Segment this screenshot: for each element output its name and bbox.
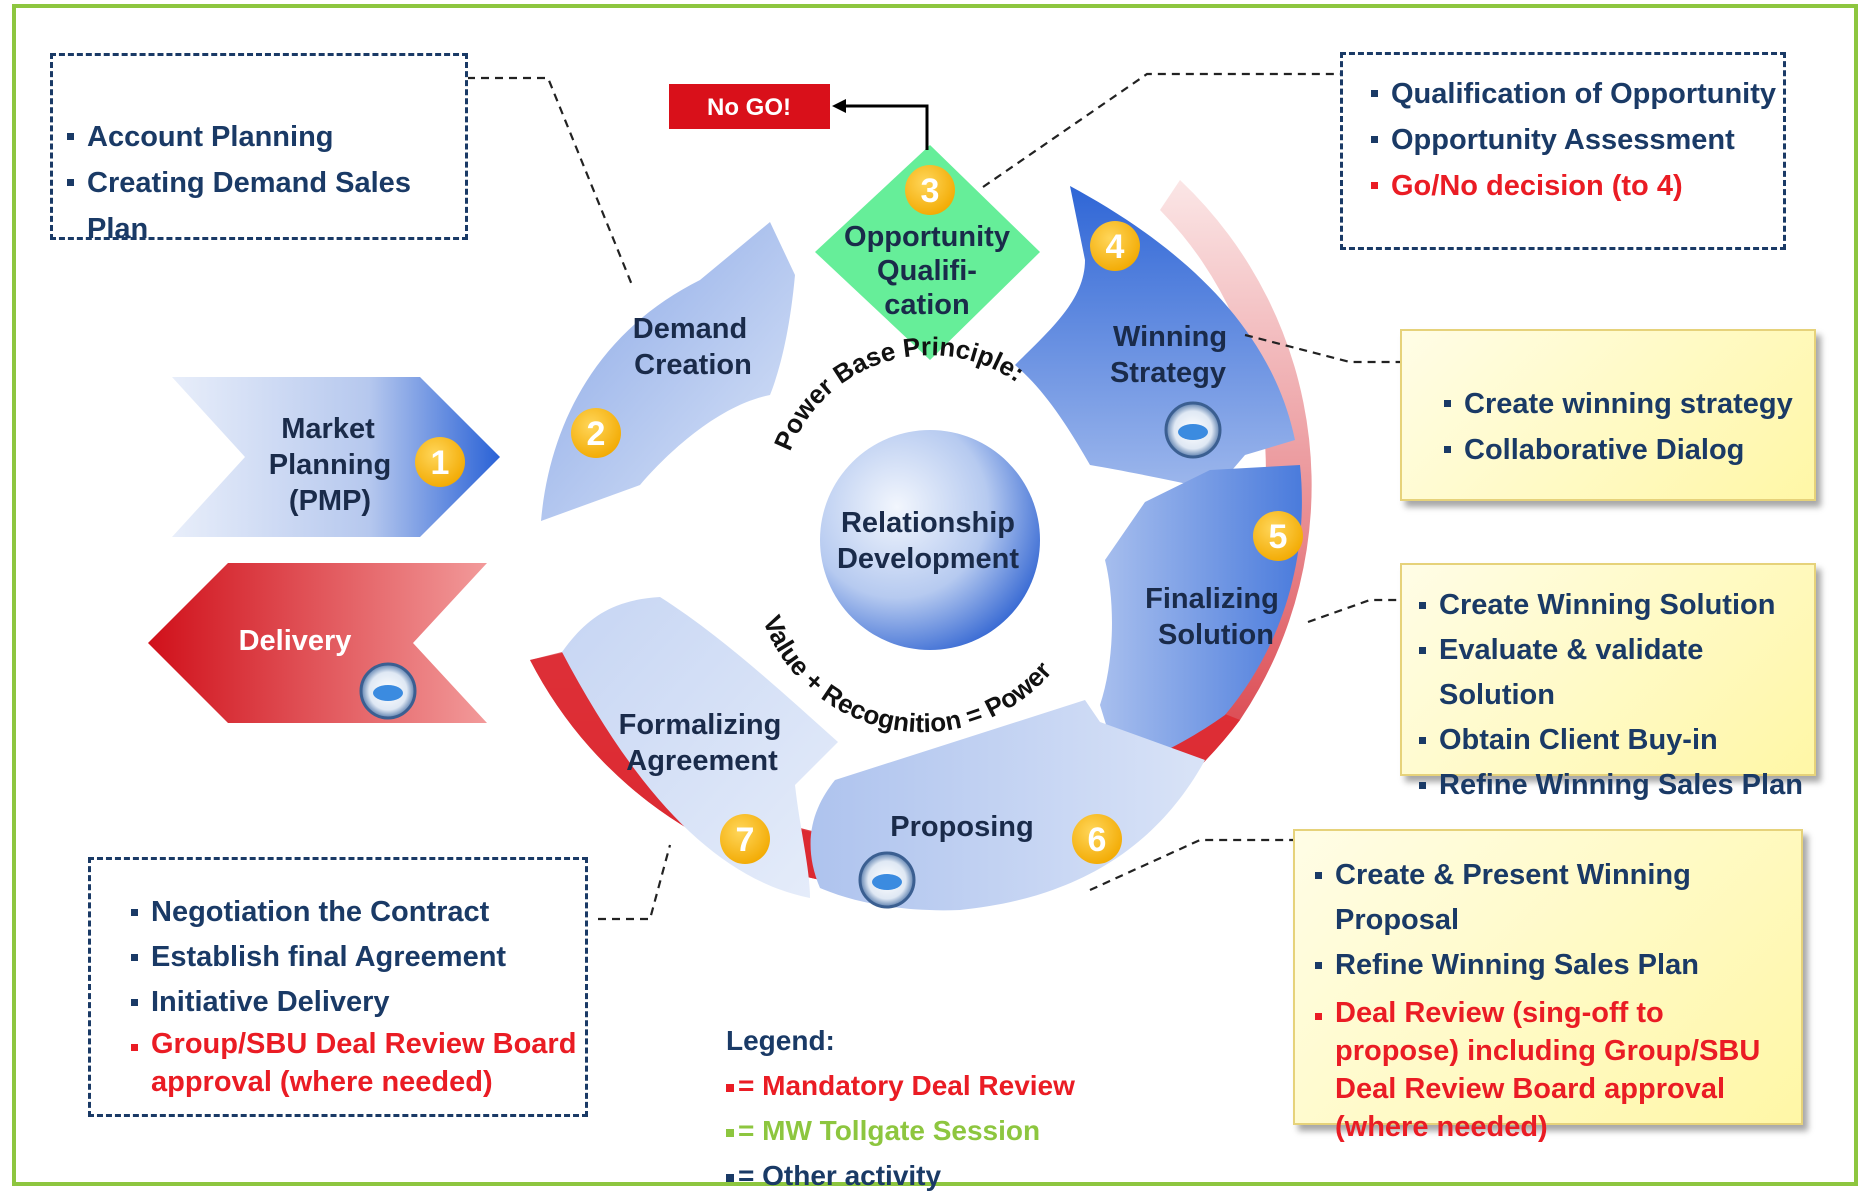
legend-item-other: = Other activity [726, 1153, 1075, 1198]
tollgate-logo-icon [1164, 401, 1222, 459]
step-label-line: Proposing [890, 811, 1033, 843]
step-badge-1: 1 [415, 437, 465, 487]
step-number-2: 2 [587, 415, 606, 453]
step-label-line: Winning [1113, 321, 1227, 353]
no-go-arrow [835, 104, 929, 150]
step-label-line: Market [281, 413, 375, 445]
evaluate-solution-item: Evaluate & validate Solution [1419, 628, 1814, 718]
negotiation-item: Negotiation the Contract [131, 890, 585, 935]
create-proposal-item: Create & Present Winning Proposal [1315, 853, 1795, 943]
market-planning-chevron[interactable] [172, 377, 500, 537]
no-go-box [669, 84, 830, 129]
step-badge-4: 4 [1090, 221, 1140, 271]
solution-box: Create Winning Solution Evaluate & valid… [1400, 563, 1816, 801]
legend-item-tollgate: = MW Tollgate Session [726, 1108, 1075, 1153]
step-badge-3: 3 [905, 165, 955, 215]
legend-label: = Other activity [738, 1160, 942, 1191]
refine-plan-item: Refine Winning Sales Plan [1419, 763, 1814, 808]
formalizing-agreement-segment[interactable] [562, 597, 838, 898]
step-label-line: Finalizing [1145, 583, 1279, 615]
go-no-go-item: Go/No decision (to 4) [1371, 163, 1783, 209]
client-buy-in-item: Obtain Client Buy-in [1419, 718, 1814, 763]
create-solution-item: Create Winning Solution [1419, 583, 1814, 628]
refine-plan-item: Refine Winning Sales Plan [1315, 943, 1795, 988]
initiative-delivery-item: Initiative Delivery [131, 980, 585, 1025]
no-go-arrowhead [832, 99, 846, 113]
legend-label: = Mandatory Deal Review [738, 1070, 1075, 1101]
account-planning-box: Account Planning Creating Demand Sales P… [50, 53, 468, 245]
proposal-box: Create & Present Winning Proposal Refine… [1293, 829, 1803, 1143]
step-number-6: 6 [1088, 821, 1107, 859]
establish-agreement-item: Establish final Agreement [131, 935, 585, 980]
tollgate-logo-icon [359, 662, 417, 720]
opportunity-qualification-diamond[interactable] [815, 145, 1040, 360]
step-number-5: 5 [1269, 518, 1288, 556]
legend-swatch [726, 1128, 734, 1137]
winning-strategy-segment[interactable] [1015, 186, 1295, 490]
legend-item-mandatory: = Mandatory Deal Review [726, 1063, 1075, 1108]
qualification-box: Qualification of Opportunity Opportunity… [1340, 52, 1786, 250]
center-line-1: Relationship [841, 507, 1015, 539]
qualification-item: Qualification of Opportunity [1371, 71, 1783, 117]
delivery-preparation-band [530, 180, 1312, 889]
step-label-line: Planning [269, 449, 391, 481]
legend-swatch [726, 1173, 734, 1182]
step-number-1: 1 [431, 444, 450, 482]
collaborative-dialog-item: Collaborative Dialog [1444, 427, 1814, 473]
winning-strategy-box: Create winning strategy Collaborative Di… [1400, 329, 1816, 501]
step-label-line: Agreement [626, 745, 778, 777]
step-badge-7: 7 [720, 814, 770, 864]
opportunity-assessment-item: Opportunity Assessment [1371, 117, 1783, 163]
legend-label: = MW Tollgate Session [738, 1115, 1041, 1146]
legend-title: Legend: [726, 1025, 835, 1056]
step-label-line: Solution [1158, 619, 1274, 651]
step-label-line: Demand [633, 313, 747, 345]
center-circle [820, 430, 1040, 650]
green-frame [12, 4, 1858, 1186]
no-go-label: No GO! [707, 94, 791, 121]
legend: Legend: = Mandatory Deal Review = MW Tol… [726, 1018, 1075, 1198]
finalizing-solution-segment[interactable] [1100, 465, 1302, 770]
step-badge-2: 2 [571, 408, 621, 458]
step-label-line: Qualifi- [877, 255, 977, 287]
center-line-2: Development [837, 543, 1019, 575]
step-number-4: 4 [1106, 228, 1125, 266]
leader-lines [467, 72, 1400, 921]
step-label-line: Strategy [1110, 357, 1226, 389]
tollgate-logo-icon [858, 851, 916, 909]
step-label-line: Creation [634, 349, 752, 381]
creating-demand-item: Creating Demand Sales Plan [67, 160, 465, 252]
step-badge-6: 6 [1072, 814, 1122, 864]
deal-review-item: Deal Review (sing-off to propose) includ… [1315, 994, 1795, 1146]
account-planning-item: Account Planning [67, 114, 465, 160]
step-label-line: Formalizing [619, 709, 782, 741]
legend-swatch [726, 1083, 734, 1092]
step-label-line: cation [884, 289, 969, 321]
step-number-3: 3 [921, 172, 940, 210]
create-winning-strategy-item: Create winning strategy [1444, 381, 1814, 427]
deal-review-board-item: Group/SBU Deal Review Board approval (wh… [131, 1025, 585, 1101]
step-badge-5: 5 [1253, 511, 1303, 561]
delivery-label: Delivery [239, 625, 352, 657]
step-label-line: Opportunity [844, 221, 1010, 253]
step-label-line: (PMP) [289, 485, 371, 517]
step-number-7: 7 [736, 821, 755, 859]
agreement-box: Negotiation the Contract Establish final… [88, 857, 588, 1117]
